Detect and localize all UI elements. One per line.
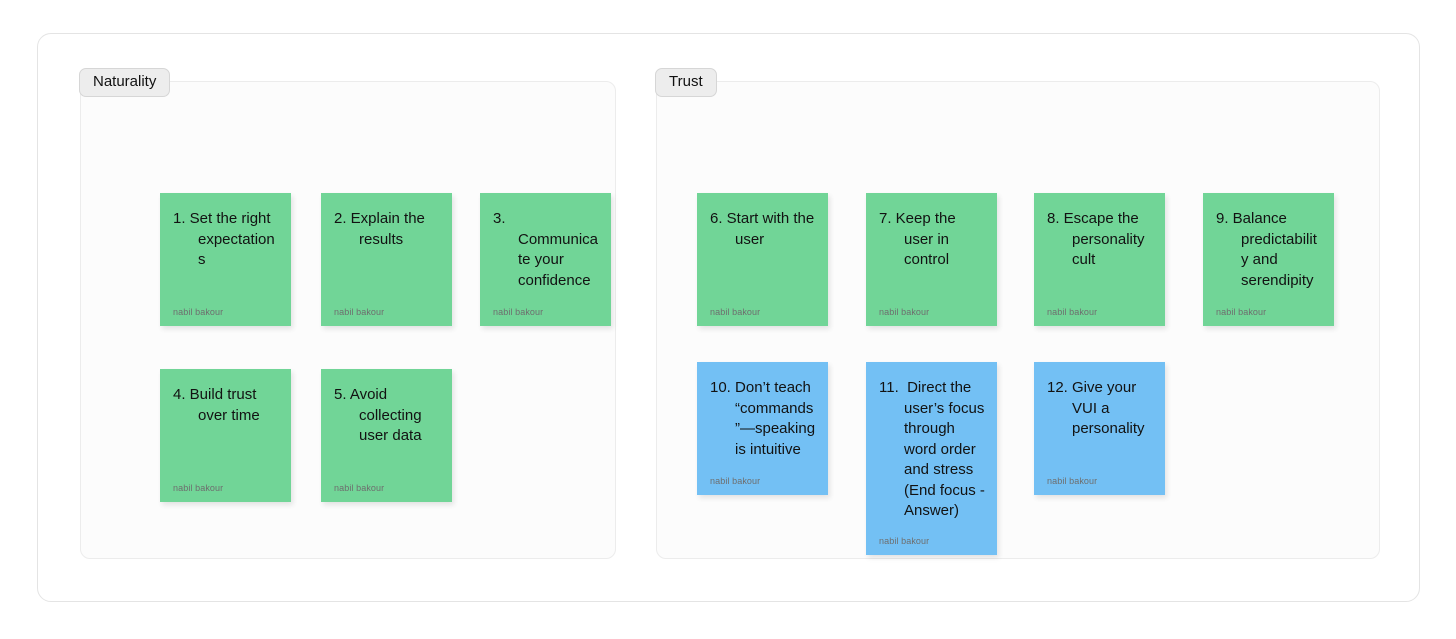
card-author: nabil bakour	[879, 307, 930, 317]
card-author: nabil bakour	[710, 476, 761, 486]
card-author: nabil bakour	[879, 536, 930, 546]
sticky-note-card[interactable]: 8. Escape the personality cult nabil bak…	[1034, 193, 1165, 326]
card-author: nabil bakour	[173, 483, 224, 493]
card-text: 9. Balance predictability and serendipit…	[1216, 210, 1317, 289]
sticky-note-card[interactable]: 3. Communicate your confidence nabil bak…	[480, 193, 611, 326]
sticky-note-card[interactable]: 12. Give your VUI a personality nabil ba…	[1034, 362, 1165, 495]
card-text: 4. Build trust over time	[173, 386, 261, 424]
card-text: 12. Give your VUI a personality	[1047, 379, 1145, 437]
card-author: nabil bakour	[1216, 307, 1267, 317]
sticky-note-card[interactable]: 5. Avoid collecting user data nabil bako…	[321, 369, 452, 502]
card-author: nabil bakour	[1047, 307, 1098, 317]
section-panel-naturality[interactable]: Naturality 1. Set the right expectations…	[79, 68, 616, 559]
board-frame: Naturality 1. Set the right expectations…	[37, 33, 1420, 602]
card-text: 1. Set the right expectations	[173, 210, 275, 268]
card-text: 8. Escape the personality cult	[1047, 210, 1149, 268]
card-author: nabil bakour	[1047, 476, 1098, 486]
sticky-note-card[interactable]: 2. Explain the results nabil bakour	[321, 193, 452, 326]
card-text: 3. Communicate your confidence	[493, 210, 599, 289]
card-text: 2. Explain the results	[334, 210, 430, 248]
card-author: nabil bakour	[710, 307, 761, 317]
card-author: nabil bakour	[493, 307, 544, 317]
card-author: nabil bakour	[334, 483, 385, 493]
card-text: 7. Keep the user in control	[879, 210, 960, 268]
card-author: nabil bakour	[173, 307, 224, 317]
sticky-note-card[interactable]: 1. Set the right expectations nabil bako…	[160, 193, 291, 326]
sticky-note-card[interactable]: 7. Keep the user in control nabil bakour	[866, 193, 997, 326]
card-text: 10. Don’t teach “commands”—speaking is i…	[710, 379, 820, 458]
card-text: 11. Direct the user’s focus through word…	[879, 379, 989, 519]
sticky-note-card[interactable]: 10. Don’t teach “commands”—speaking is i…	[697, 362, 828, 495]
sticky-note-card[interactable]: 9. Balance predictability and serendipit…	[1203, 193, 1334, 326]
sticky-note-card[interactable]: 4. Build trust over time nabil bakour	[160, 369, 291, 502]
sticky-note-card[interactable]: 11. Direct the user’s focus through word…	[866, 362, 997, 555]
section-title-naturality: Naturality	[79, 68, 171, 97]
card-author: nabil bakour	[334, 307, 385, 317]
card-text: 5. Avoid collecting user data	[334, 386, 426, 444]
card-text: 6. Start with the user	[710, 210, 819, 248]
section-title-trust: Trust	[655, 68, 717, 97]
section-panel-trust[interactable]: Trust 6. Start with the user nabil bakou…	[655, 68, 1380, 559]
sticky-note-card[interactable]: 6. Start with the user nabil bakour	[697, 193, 828, 326]
